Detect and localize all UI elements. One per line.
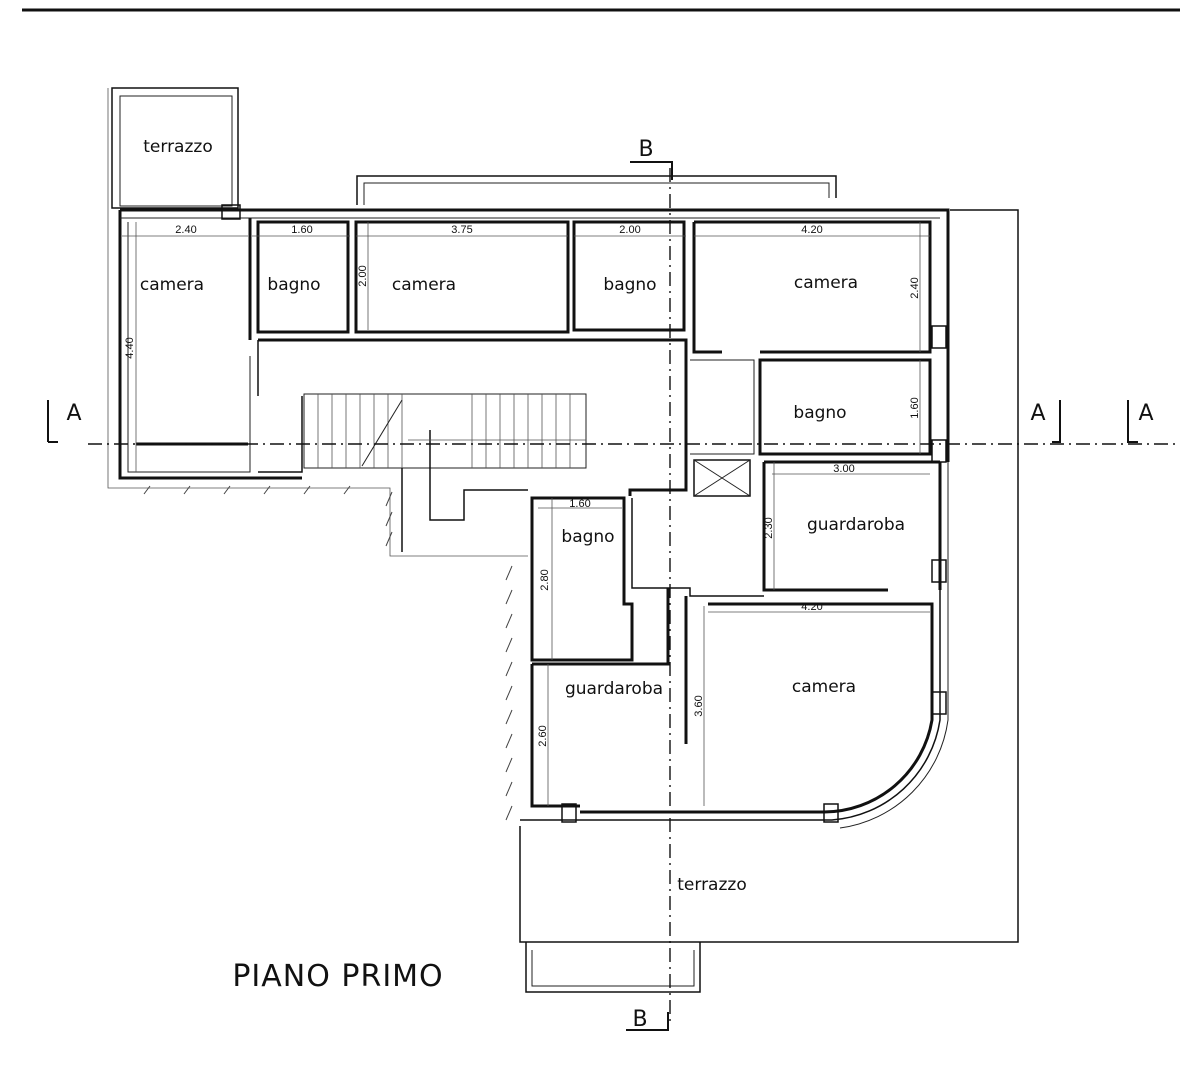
- corridor-left: [257, 340, 303, 473]
- room-terrazzo-bottom: terrazzo: [677, 875, 746, 895]
- terrace-step-inner: [531, 950, 695, 987]
- dim-4-20-mid: 4.20: [801, 601, 822, 613]
- section-a-right-bracket: [1052, 400, 1061, 443]
- section-b-bottom-bracket: [626, 1012, 669, 1031]
- section-b-top-label: B: [638, 137, 653, 162]
- pillar-bottom: [823, 803, 839, 823]
- section-a-right-label: A: [1030, 401, 1045, 426]
- dim-1-60-side: 1.60: [909, 397, 921, 418]
- lower-corridor: [631, 498, 764, 597]
- terrace-outline: [519, 209, 1019, 943]
- bagno2-walls: [572, 220, 686, 332]
- pillar-top-3: [931, 439, 947, 463]
- pillar-bottom-left: [561, 803, 577, 823]
- room-camera-1: camera: [140, 275, 204, 295]
- camera1-inner: [127, 222, 251, 473]
- dim-1-60-mid: 1.60: [569, 498, 590, 510]
- room-bagno-4: bagno: [561, 527, 614, 547]
- pillar-right-2: [931, 691, 947, 715]
- bagno3-walls: [758, 358, 932, 456]
- dim-2-40-top: 2.40: [175, 224, 196, 236]
- room-guardaroba-1: guardaroba: [807, 515, 905, 535]
- dim-2-40-side: 2.40: [909, 277, 921, 298]
- pillar-right: [931, 559, 947, 583]
- ground-outline: [107, 88, 528, 557]
- shaft-box: [693, 459, 751, 497]
- dim-3-75: 3.75: [451, 224, 472, 236]
- camera4-outer-curve: [520, 462, 941, 821]
- bagno4-walls: [530, 496, 634, 662]
- dim-4-20-top: 4.20: [801, 224, 822, 236]
- pillar-top-1: [221, 204, 241, 220]
- room-terrazzo-top: terrazzo: [143, 137, 212, 157]
- stairs: [303, 393, 587, 552]
- section-a-far-label: A: [1138, 401, 1153, 426]
- room-bagno-1: bagno: [267, 275, 320, 295]
- camera4-outer-curve-2: [839, 462, 949, 829]
- dim-2-80: 2.80: [539, 569, 551, 590]
- section-a-far-bracket: [1127, 400, 1138, 443]
- section-b-top-bracket: [630, 161, 673, 180]
- room-camera-3: camera: [794, 273, 858, 293]
- pillar-top-2: [931, 325, 947, 349]
- terrace-step: [525, 942, 701, 993]
- dim-2-00-side: 2.00: [357, 265, 369, 286]
- hallway-right: [690, 359, 755, 455]
- corridor-walls: [258, 338, 688, 496]
- dim-1-60-top: 1.60: [291, 224, 312, 236]
- section-b-bottom-label: B: [632, 1007, 647, 1032]
- top-balcony-railing-inner: [363, 182, 830, 205]
- camera3-walls: [692, 220, 932, 354]
- room-guardaroba-2: guardaroba: [565, 679, 663, 699]
- camera4-walls: [580, 602, 934, 814]
- section-a-left-label: A: [66, 401, 81, 426]
- terrazzo-top-outline: [111, 87, 239, 209]
- hatch-left: [143, 485, 513, 821]
- dim-3-00: 3.00: [833, 463, 854, 475]
- dim-2-30: 2.30: [763, 517, 775, 538]
- outer-wall-top: [120, 208, 950, 462]
- bagno1-walls: [256, 220, 350, 334]
- dim-2-00-top: 2.00: [619, 224, 640, 236]
- room-bagno-3: bagno: [793, 403, 846, 423]
- dim-3-60: 3.60: [693, 695, 705, 716]
- section-a-left-bracket: [47, 400, 58, 443]
- room-camera-2: camera: [392, 275, 456, 295]
- dim-4-40: 4.40: [124, 337, 136, 358]
- plan-title: PIANO PRIMO: [232, 959, 443, 994]
- guardaroba2-walls: [530, 588, 670, 808]
- terrazzo-top-inner: [119, 95, 233, 207]
- outer-wall-left: [118, 210, 302, 480]
- dimension-lines: [122, 222, 930, 806]
- room-camera-4: camera: [792, 677, 856, 697]
- room-bagno-2: bagno: [603, 275, 656, 295]
- dim-2-60: 2.60: [537, 725, 549, 746]
- camera2-walls: [354, 220, 570, 334]
- top-balcony-railing: [356, 175, 837, 205]
